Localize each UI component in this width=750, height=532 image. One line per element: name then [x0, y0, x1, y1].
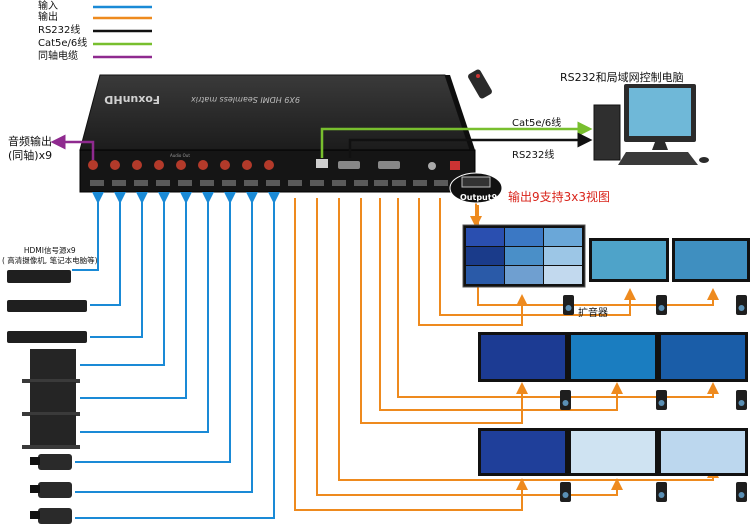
dvd-player-icon [7, 300, 87, 312]
legend-coax-label: 同轴电缆 [38, 51, 78, 62]
legend-cat5e-label: Cat5e/6线 [38, 38, 88, 49]
monitor [672, 238, 750, 282]
camcorder-icon [30, 508, 72, 524]
monitor [478, 428, 568, 476]
legend-rs232-label: RS232线 [38, 25, 81, 36]
legend-output-label: 输出 [38, 12, 58, 23]
monitor [589, 238, 669, 282]
sources-caption: HDMI信号源x9 ( 高清摄像机, 笔记本电脑等) [2, 246, 98, 265]
output9-port-label: Output9 [460, 193, 498, 202]
remote-control-icon [468, 69, 492, 99]
legend-input-label: 输入 [38, 1, 58, 12]
output9-note: 输出9支持3x3视图 [508, 190, 611, 204]
dvd-player-icon [7, 331, 87, 343]
hdmi-input-ports [90, 180, 280, 186]
coax-wire [50, 134, 95, 160]
laptop-icon [22, 415, 80, 449]
audio-out-ports [88, 160, 274, 170]
camcorder-icon [30, 454, 72, 470]
laptop-icon [22, 382, 80, 416]
amplifier-caption: 扩音器 [578, 308, 608, 319]
monitor [478, 332, 568, 382]
rs232-out-port [378, 161, 400, 169]
hdmi-output-ports [288, 180, 448, 186]
rs232-in-port [338, 161, 360, 169]
monitor [568, 332, 658, 382]
rs232-wire [348, 132, 593, 158]
ip-control-port [316, 159, 328, 168]
output9-monitor [462, 224, 586, 288]
input-wires [72, 192, 280, 519]
dc-port [428, 162, 436, 170]
source-devices [7, 270, 87, 524]
device-model: 9X9 HDMI Seamless matrix [191, 95, 300, 104]
output9-callout [449, 172, 503, 204]
camcorder-icon [30, 482, 72, 498]
monitor [658, 428, 748, 476]
pc-caption: RS232和局域网控制电脑 [560, 71, 684, 84]
laptop-icon [22, 349, 80, 383]
monitor [658, 332, 748, 382]
device-brand: FoxunHD [104, 93, 160, 106]
computer-icon [593, 84, 709, 165]
dvd-player-icon [7, 270, 71, 283]
cat5e-wire [320, 121, 593, 158]
power-switch [450, 161, 460, 170]
legend [93, 5, 152, 59]
cat5e-caption: Cat5e/6线 [512, 118, 562, 129]
rs232-caption: RS232线 [512, 150, 555, 161]
monitor [568, 428, 658, 476]
audio-out-caption: 音频输出 (同轴)x9 [8, 135, 53, 162]
speakers [560, 295, 747, 502]
audio-out-label: Audio Out [170, 153, 190, 158]
matrix-switcher [79, 74, 476, 193]
